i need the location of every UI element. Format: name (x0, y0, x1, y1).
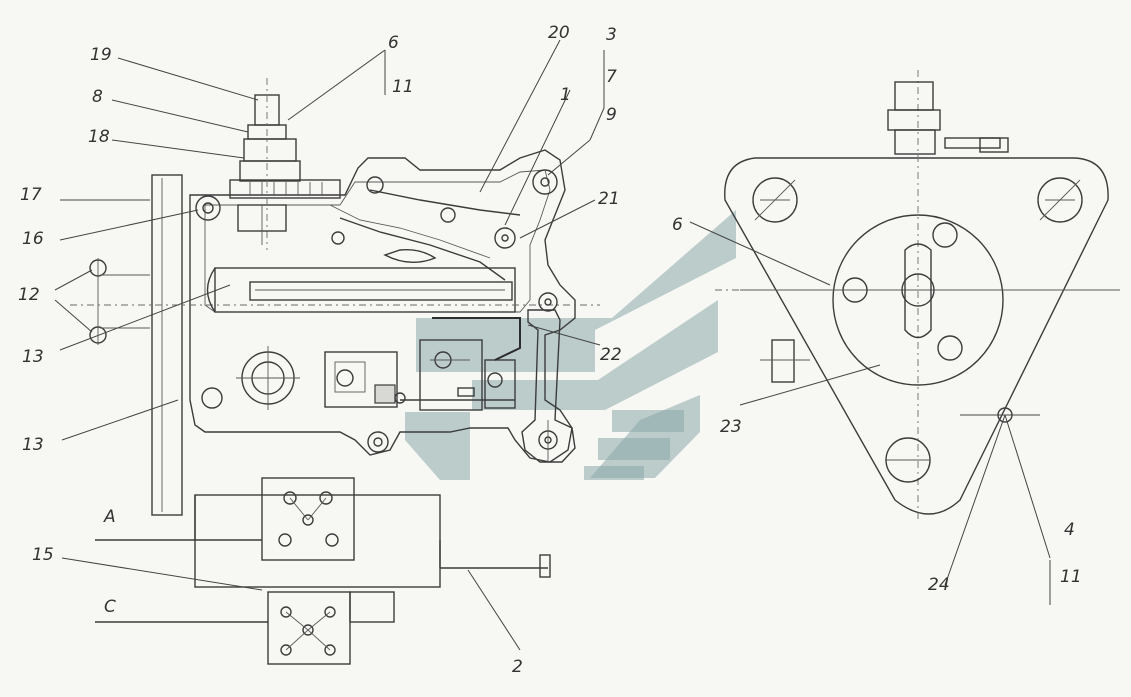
main-housing (189, 149, 576, 463)
label-11-left: 11 (392, 77, 414, 97)
main-shaft (70, 267, 600, 313)
watermark-logo (405, 210, 736, 480)
label-7: 7 (606, 67, 617, 87)
label-A: A (103, 507, 116, 527)
label-23: 23 (720, 417, 742, 437)
label-3: 3 (606, 25, 617, 45)
callout-labels: 19 8 18 17 16 12 13 13 15 A C 6 11 20 3 … (18, 23, 1082, 677)
right-view (689, 70, 1120, 605)
label-19: 19 (90, 45, 112, 65)
label-18: 18 (88, 127, 110, 147)
label-8: 8 (92, 87, 103, 107)
label-6-right: 6 (672, 215, 683, 235)
label-11-right: 11 (1060, 567, 1082, 587)
label-24: 24 (928, 575, 950, 595)
lever-22 (521, 309, 576, 463)
label-15: 15 (32, 545, 54, 565)
terminal-block-c (267, 591, 351, 665)
label-13-lower: 13 (22, 435, 44, 455)
label-20: 20 (548, 23, 570, 43)
label-6-left: 6 (388, 33, 399, 53)
label-16: 16 (22, 229, 44, 249)
label-C: C (104, 597, 116, 617)
label-2: 2 (512, 657, 523, 677)
label-22: 22 (600, 345, 622, 365)
label-13-upper: 13 (22, 347, 44, 367)
label-21: 21 (598, 189, 620, 209)
terminal-block-a (261, 477, 355, 561)
label-9: 9 (606, 105, 617, 125)
top-bolt-assembly (237, 78, 301, 250)
label-17: 17 (20, 185, 42, 205)
label-1: 1 (560, 85, 571, 105)
mounting-plate (151, 174, 183, 516)
label-4: 4 (1064, 520, 1075, 540)
label-12: 12 (18, 285, 40, 305)
left-leaders (54, 39, 605, 651)
triangular-plate (724, 157, 1109, 515)
